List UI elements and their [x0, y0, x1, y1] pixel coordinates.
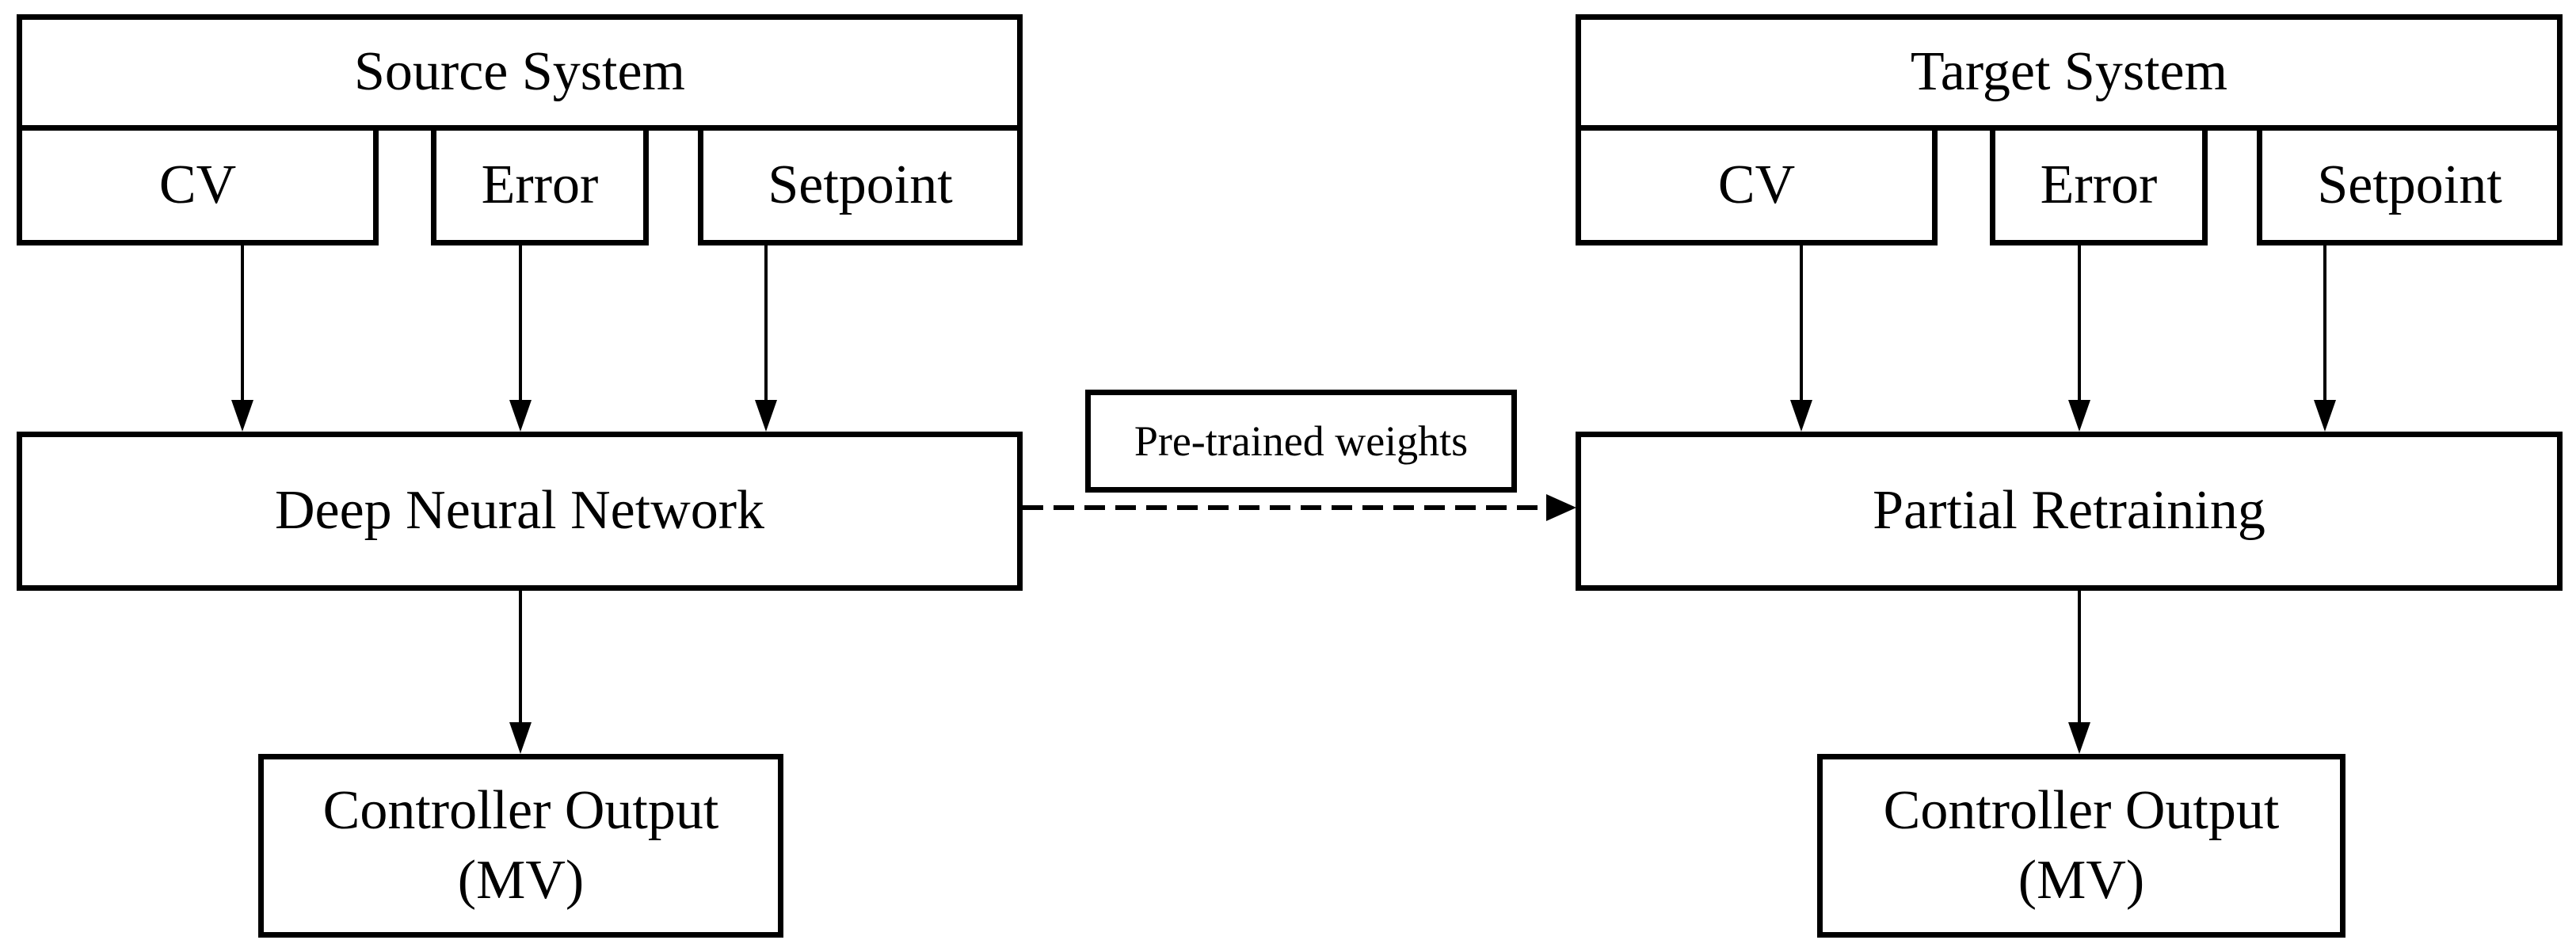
- target-error-arrow: [2078, 245, 2081, 401]
- source-error-arrow: [519, 245, 522, 401]
- target-cv-arrowhead-icon: [1790, 400, 1812, 432]
- transfer-dashed-arrow: [1023, 505, 1548, 510]
- partial-retraining-box: Partial Retraining: [1576, 432, 2563, 591]
- source-error-arrowhead-icon: [509, 400, 532, 432]
- source-setpoint-arrowhead-icon: [755, 400, 777, 432]
- target-output-arrow: [2078, 591, 2081, 722]
- source-controller-output-box: Controller Output (MV): [258, 754, 783, 938]
- target-cv-box: CV: [1576, 125, 1938, 245]
- target-setpoint-arrowhead-icon: [2314, 400, 2336, 432]
- deep-neural-network-label: Deep Neural Network: [274, 480, 765, 542]
- source-controller-output-line2: (MV): [457, 850, 585, 911]
- target-setpoint-box: Setpoint: [2257, 125, 2563, 245]
- target-setpoint-label: Setpoint: [2317, 154, 2502, 215]
- target-controller-output-box: Controller Output (MV): [1817, 754, 2345, 938]
- source-setpoint-arrow: [764, 245, 768, 401]
- source-setpoint-box: Setpoint: [698, 125, 1023, 245]
- source-cv-box: CV: [17, 125, 379, 245]
- source-output-arrowhead-icon: [509, 722, 532, 754]
- target-error-box: Error: [1990, 125, 2208, 245]
- source-setpoint-label: Setpoint: [768, 154, 953, 215]
- source-cv-arrowhead-icon: [231, 400, 253, 432]
- source-system-label: Source System: [353, 41, 686, 103]
- source-system-box: Source System: [17, 14, 1023, 131]
- target-system-box: Target System: [1576, 14, 2563, 131]
- target-error-arrowhead-icon: [2068, 400, 2090, 432]
- target-setpoint-arrow: [2323, 245, 2326, 401]
- deep-neural-network-box: Deep Neural Network: [17, 432, 1023, 591]
- pretrained-weights-box: Pre-trained weights: [1085, 390, 1517, 493]
- source-error-box: Error: [431, 125, 649, 245]
- target-cv-label: CV: [1717, 154, 1796, 215]
- source-error-label: Error: [481, 154, 599, 215]
- source-controller-output-line1: Controller Output: [322, 779, 719, 841]
- source-output-arrow: [519, 591, 522, 722]
- source-cv-label: CV: [158, 154, 237, 215]
- partial-retraining-label: Partial Retraining: [1873, 480, 2265, 542]
- target-system-label: Target System: [1910, 41, 2228, 103]
- target-error-label: Error: [2040, 154, 2158, 215]
- target-controller-output-line2: (MV): [2018, 850, 2145, 911]
- source-cv-arrow: [241, 245, 244, 401]
- pretrained-weights-label: Pre-trained weights: [1134, 417, 1469, 465]
- target-controller-output-line1: Controller Output: [1883, 779, 2280, 841]
- target-output-arrowhead-icon: [2068, 722, 2090, 754]
- target-cv-arrow: [1800, 245, 1803, 401]
- transfer-arrowhead-icon: [1546, 494, 1576, 521]
